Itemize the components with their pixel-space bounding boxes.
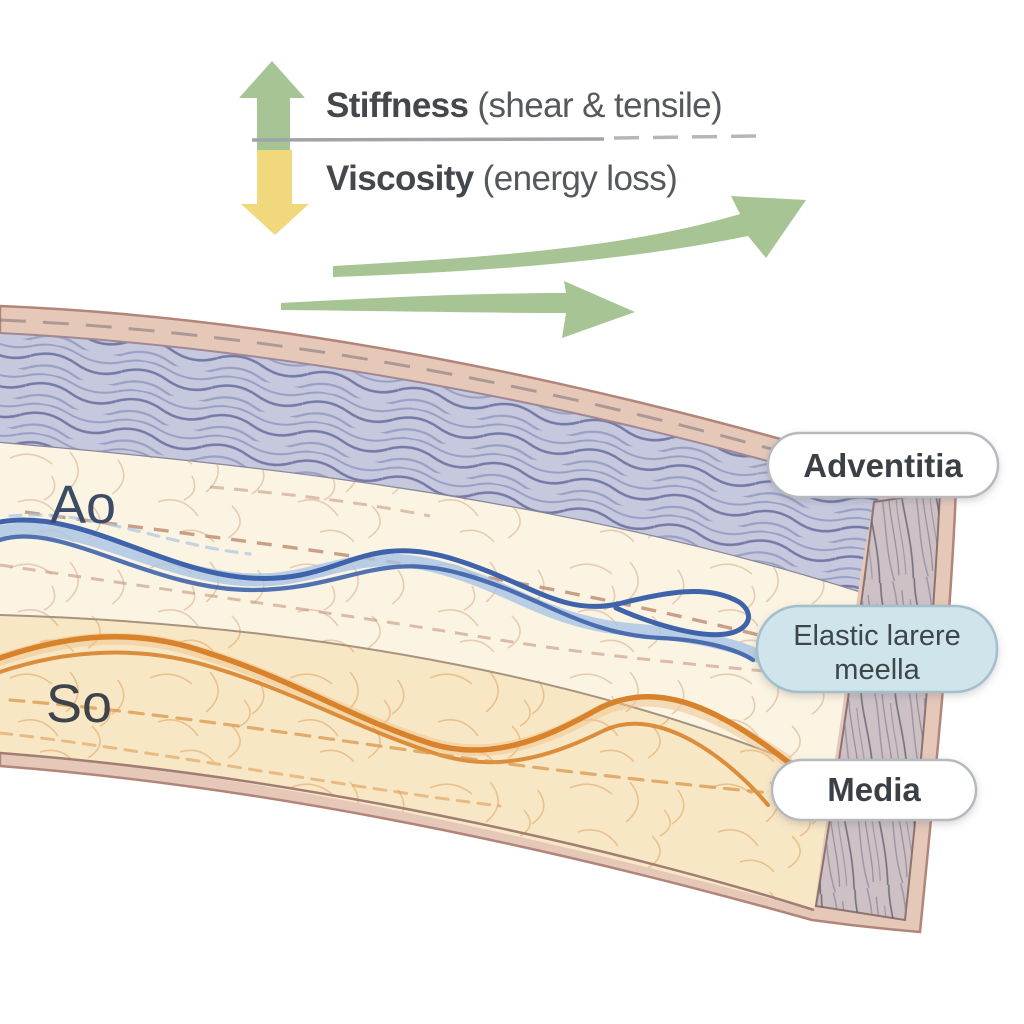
stiffness-label: Stiffness(shear & tensile): [326, 86, 722, 125]
media-pill: Media: [770, 758, 978, 822]
viscosity-label: Viscosity(energy loss): [326, 159, 677, 198]
elastic-lamellae-pill: Elastic larere meella: [755, 604, 999, 694]
elastic-fiber-line-b: [0, 534, 756, 663]
elastic-fiber-light-dashes: [8, 513, 252, 556]
media-top-edge: [0, 614, 833, 779]
elastic-fiber-waves: [0, 513, 767, 664]
media-pill-bg: [770, 758, 978, 822]
cream-dashed-lines: [0, 485, 801, 674]
artery-wall-diagram: Ao So Adventitia Elastic larere meella M…: [0, 304, 1000, 934]
media-dashed-line-a: [8, 698, 772, 795]
legend: Stiffness(shear & tensile) Viscosity(ene…: [239, 61, 759, 235]
trend-arrows: [281, 196, 806, 338]
viscosity-paren: (energy loss): [483, 159, 678, 198]
media-fiber-waves: [0, 632, 792, 808]
elastic-fiber-line-a: [0, 517, 751, 638]
media-fiber-line-a: [0, 634, 791, 765]
stiffness-term: Stiffness: [326, 86, 469, 125]
legend-divider-dashed: [613, 134, 759, 140]
adventitia-pill-bg: [766, 431, 1000, 499]
adventitia-pill-label: Adventitia: [803, 447, 963, 484]
stiffness-paren: (shear & tensile): [477, 86, 722, 125]
elastic-lamellae-pill-bg: [755, 604, 999, 694]
elastic-lamellae-pill-label-line2: meella: [834, 654, 920, 686]
curved-up-right-arrow-icon: [333, 196, 806, 277]
adventitia-wave-texture: [0, 333, 886, 592]
legend-divider-solid: [251, 137, 605, 142]
media-texture: [0, 615, 832, 910]
viscosity-term: Viscosity: [326, 159, 475, 198]
right-arrow-icon: [281, 281, 635, 338]
adventitia-pill: Adventitia: [766, 431, 1000, 499]
so-label: So: [46, 674, 112, 734]
media-dashed-line-b: [0, 731, 502, 808]
ao-label: Ao: [50, 475, 116, 535]
adventitia-top-edge: [0, 332, 887, 497]
media-bottom-edge: [0, 751, 815, 912]
elastic-lamellae-pill-label-line1: Elastic larere: [793, 620, 961, 652]
elastic-fiber-light-band: [0, 522, 767, 664]
down-arrow-icon: [241, 150, 309, 235]
media-pill-label: Media: [827, 771, 921, 808]
